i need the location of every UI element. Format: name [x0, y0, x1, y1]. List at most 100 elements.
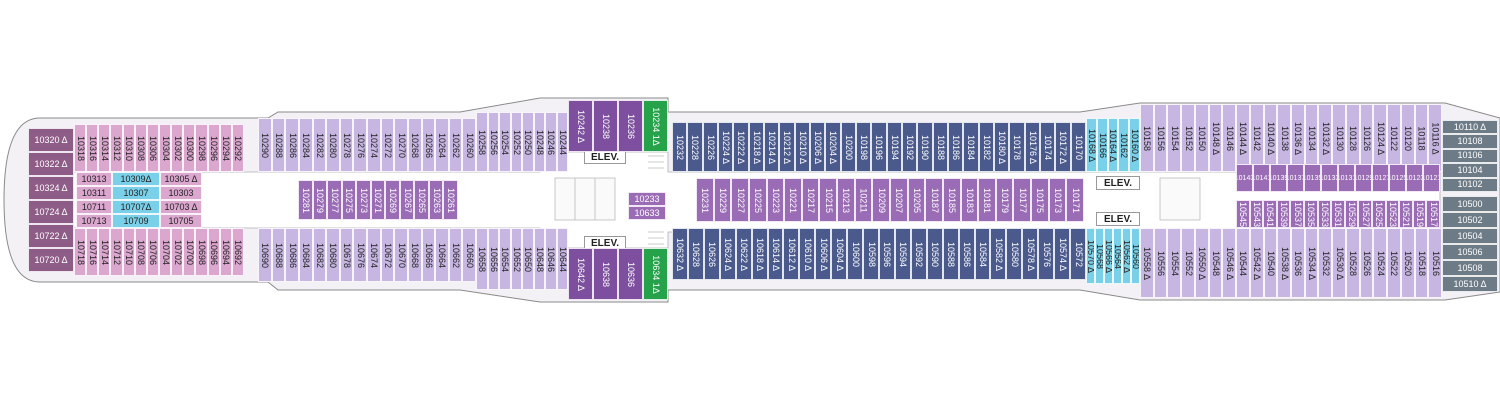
cabin-mid-fwd-bot[interactable]: 10682: [312, 228, 327, 282]
cabin-mid-fwd-2-bot[interactable]: 10658: [476, 228, 488, 290]
cabin-mid-inner[interactable]: 10205: [907, 178, 926, 222]
cabin-aft-in-bot[interactable]: 10537: [1290, 200, 1304, 228]
cabin-mid-inner[interactable]: 10213: [837, 178, 855, 222]
cabin-stern-bot[interactable]: 10502: [1442, 212, 1498, 228]
cabin-mid-fwd-2-top[interactable]: 10246: [545, 112, 557, 172]
cabin-aft-top[interactable]: 10148 Δ: [1208, 104, 1223, 172]
cabin-stern-top[interactable]: 10110 Δ: [1442, 120, 1498, 135]
cabin-mid-inner[interactable]: 10177: [1013, 178, 1032, 222]
cabin-mid-inner[interactable]: 10231: [696, 178, 714, 222]
cabin-mid-fwd-2-top[interactable]: 10244: [556, 112, 568, 172]
cabin-suite-top[interactable]: 10236: [618, 100, 643, 152]
cabin-mid-fwd-top[interactable]: 10272: [380, 118, 395, 172]
cabin-mid-top[interactable]: 10170: [1070, 122, 1086, 172]
cabin-mid-fwd-bot[interactable]: 10686: [285, 228, 299, 282]
cabin-mid-top[interactable]: 10184: [963, 122, 979, 172]
cabin-aft-top-a[interactable]: 10162: [1118, 118, 1130, 172]
cabin-aft-bot[interactable]: 10548: [1208, 228, 1223, 298]
cabin-aft-bot[interactable]: 10536: [1291, 228, 1305, 298]
cabin-mid-bot[interactable]: 10580: [1006, 228, 1023, 280]
cabin-mid-fwd-bot[interactable]: 10684: [298, 228, 313, 282]
cabin-aft-in-top[interactable]: 10123: [1406, 164, 1423, 192]
cabin-mid-bot[interactable]: 10610 Δ: [799, 228, 816, 280]
cabin-aft-bot-a[interactable]: 10568: [1095, 228, 1104, 284]
cabin-mid-bot[interactable]: 10596: [879, 228, 895, 280]
cabin-mid-top[interactable]: 10228: [687, 122, 703, 172]
cabin-aft-top-a[interactable]: 10164 Δ: [1107, 118, 1119, 172]
cabin-aft-bot[interactable]: 10538 Δ: [1277, 228, 1291, 298]
cabin-fwd-inner-a[interactable]: 10713: [76, 214, 112, 228]
cabin-mid-bot[interactable]: 10576: [1038, 228, 1055, 280]
cabin-aft-bot[interactable]: 10528: [1345, 228, 1360, 298]
cabin-aft-top[interactable]: 10134: [1304, 104, 1319, 172]
cabin-mid-fwd-top[interactable]: 10264: [435, 118, 449, 172]
cabin-stern-bot[interactable]: 10504: [1442, 228, 1498, 244]
cabin-fwd-bot[interactable]: 10702: [171, 228, 184, 276]
cabin-bow-left[interactable]: 10324 Δ: [28, 176, 74, 200]
cabin-mid-top[interactable]: 10198: [856, 122, 872, 172]
cabin-fwd-top[interactable]: 10298: [195, 124, 208, 172]
cabin-fwd-bot[interactable]: 10714: [98, 228, 111, 276]
cabin-aft-bot[interactable]: 10526: [1359, 228, 1374, 298]
cabin-bow-left[interactable]: 10320 Δ: [28, 128, 74, 152]
cabin-mid-bot[interactable]: 10594: [894, 228, 911, 280]
cabin-mid-fwd-2-bot[interactable]: 10644: [556, 228, 568, 290]
cabin-fwd-inner-c[interactable]: 10705: [160, 214, 202, 228]
cabin-aft-top[interactable]: 10132 Δ: [1318, 104, 1333, 172]
cabin-mid-bot[interactable]: 10614 Δ: [767, 228, 784, 280]
cabin-mid-fwd-top[interactable]: 10286: [285, 118, 299, 172]
cabin-stern-top[interactable]: 10104: [1442, 163, 1498, 178]
cabin-aft-bot[interactable]: 10534 Δ: [1304, 228, 1319, 298]
cabin-aft-bot[interactable]: 10524: [1373, 228, 1388, 298]
cabin-aft-top[interactable]: 10136 Δ: [1291, 104, 1305, 172]
cabin-mid-inner[interactable]: 10217: [801, 178, 820, 222]
cabin-mid-fwd-top[interactable]: 10276: [353, 118, 367, 172]
cabin-mid-fwd-bot[interactable]: 10668: [407, 228, 422, 282]
cabin-mid-inner[interactable]: 10185: [942, 178, 961, 222]
cabin-mid-fwd-top[interactable]: 10290: [258, 118, 272, 172]
cabin-fwd-top[interactable]: 10318: [74, 124, 87, 172]
cabin-aft-in-top[interactable]: 10133: [1321, 164, 1338, 192]
cabin-stern-bot[interactable]: 10506: [1442, 244, 1498, 260]
cabin-suite-top[interactable]: 10242 Δ: [568, 100, 593, 152]
cabin-aft-in-bot[interactable]: 10519: [1412, 200, 1427, 228]
cabin-aft-bot-a[interactable]: 10566 Δ: [1104, 228, 1113, 284]
cabin-aft-top[interactable]: 10140 Δ: [1263, 104, 1278, 172]
cabin-mid-bot[interactable]: 10604 Δ: [831, 228, 848, 280]
cabin-mid-bot[interactable]: 10618 Δ: [751, 228, 768, 280]
cabin-mid-fwd-top[interactable]: 10266: [421, 118, 436, 172]
cabin-fwd-bot[interactable]: 10712: [110, 228, 123, 276]
cabin-aft-top[interactable]: 10154: [1167, 104, 1182, 172]
cabin-fwd-inner-b[interactable]: 10707Δ: [112, 200, 160, 214]
cabin-fwd-inner-c[interactable]: 10703 Δ: [160, 200, 202, 214]
cabin-aft-in-top[interactable]: 10139: [1270, 164, 1287, 192]
cabin-mid-bot[interactable]: 10600: [847, 228, 864, 280]
cabin-aft-top[interactable]: 10130: [1332, 104, 1346, 172]
cabin-mid-inner[interactable]: 10209: [872, 178, 890, 222]
cabin-aft-bot[interactable]: 10532: [1318, 228, 1333, 298]
cabin-mid-top[interactable]: 10224 Δ: [718, 122, 734, 172]
cabin-aft-top-a[interactable]: 10168 Δ: [1086, 118, 1097, 172]
cabin-fwd-top[interactable]: 10314: [98, 124, 111, 172]
cabin-mid-fwd-2-bot[interactable]: 10650: [522, 228, 534, 290]
cabin-aft-top[interactable]: 10158: [1140, 104, 1154, 172]
cabin-fwd-bot[interactable]: 10700: [183, 228, 196, 276]
cabin-aft-in-top[interactable]: 10129: [1355, 164, 1372, 192]
cabin-aft-in-bot[interactable]: 10545: [1236, 200, 1250, 228]
cabin-fwd-top[interactable]: 10316: [86, 124, 99, 172]
cabin-aft-bot[interactable]: 10542 Δ: [1249, 228, 1264, 298]
cabin-fwd-top[interactable]: 10306: [146, 124, 159, 172]
cabin-mid-top[interactable]: 10190: [917, 122, 933, 172]
cabin-mid-top[interactable]: 10178: [1009, 122, 1025, 172]
cabin-aft-in-bot[interactable]: 10517: [1426, 200, 1440, 228]
cabin-aft-top[interactable]: 10122: [1387, 104, 1401, 172]
cabin-aft-bot-a[interactable]: 10564: [1113, 228, 1122, 284]
cabin-mid-bot[interactable]: 10584: [974, 228, 991, 280]
cabin-mid-fwd-2-top[interactable]: 10254: [499, 112, 511, 172]
cabin-mid-inner[interactable]: 10211: [854, 178, 873, 222]
cabin-mid-fwd-bot[interactable]: 10666: [421, 228, 436, 282]
cabin-mid-fwd-in-top[interactable]: 10271: [370, 180, 386, 220]
cabin-aft-bot[interactable]: 10558 Δ: [1140, 228, 1154, 298]
cabin-aft-top-a[interactable]: 10166: [1096, 118, 1108, 172]
cabin-mid-fwd-2-top[interactable]: 10256: [487, 112, 499, 172]
